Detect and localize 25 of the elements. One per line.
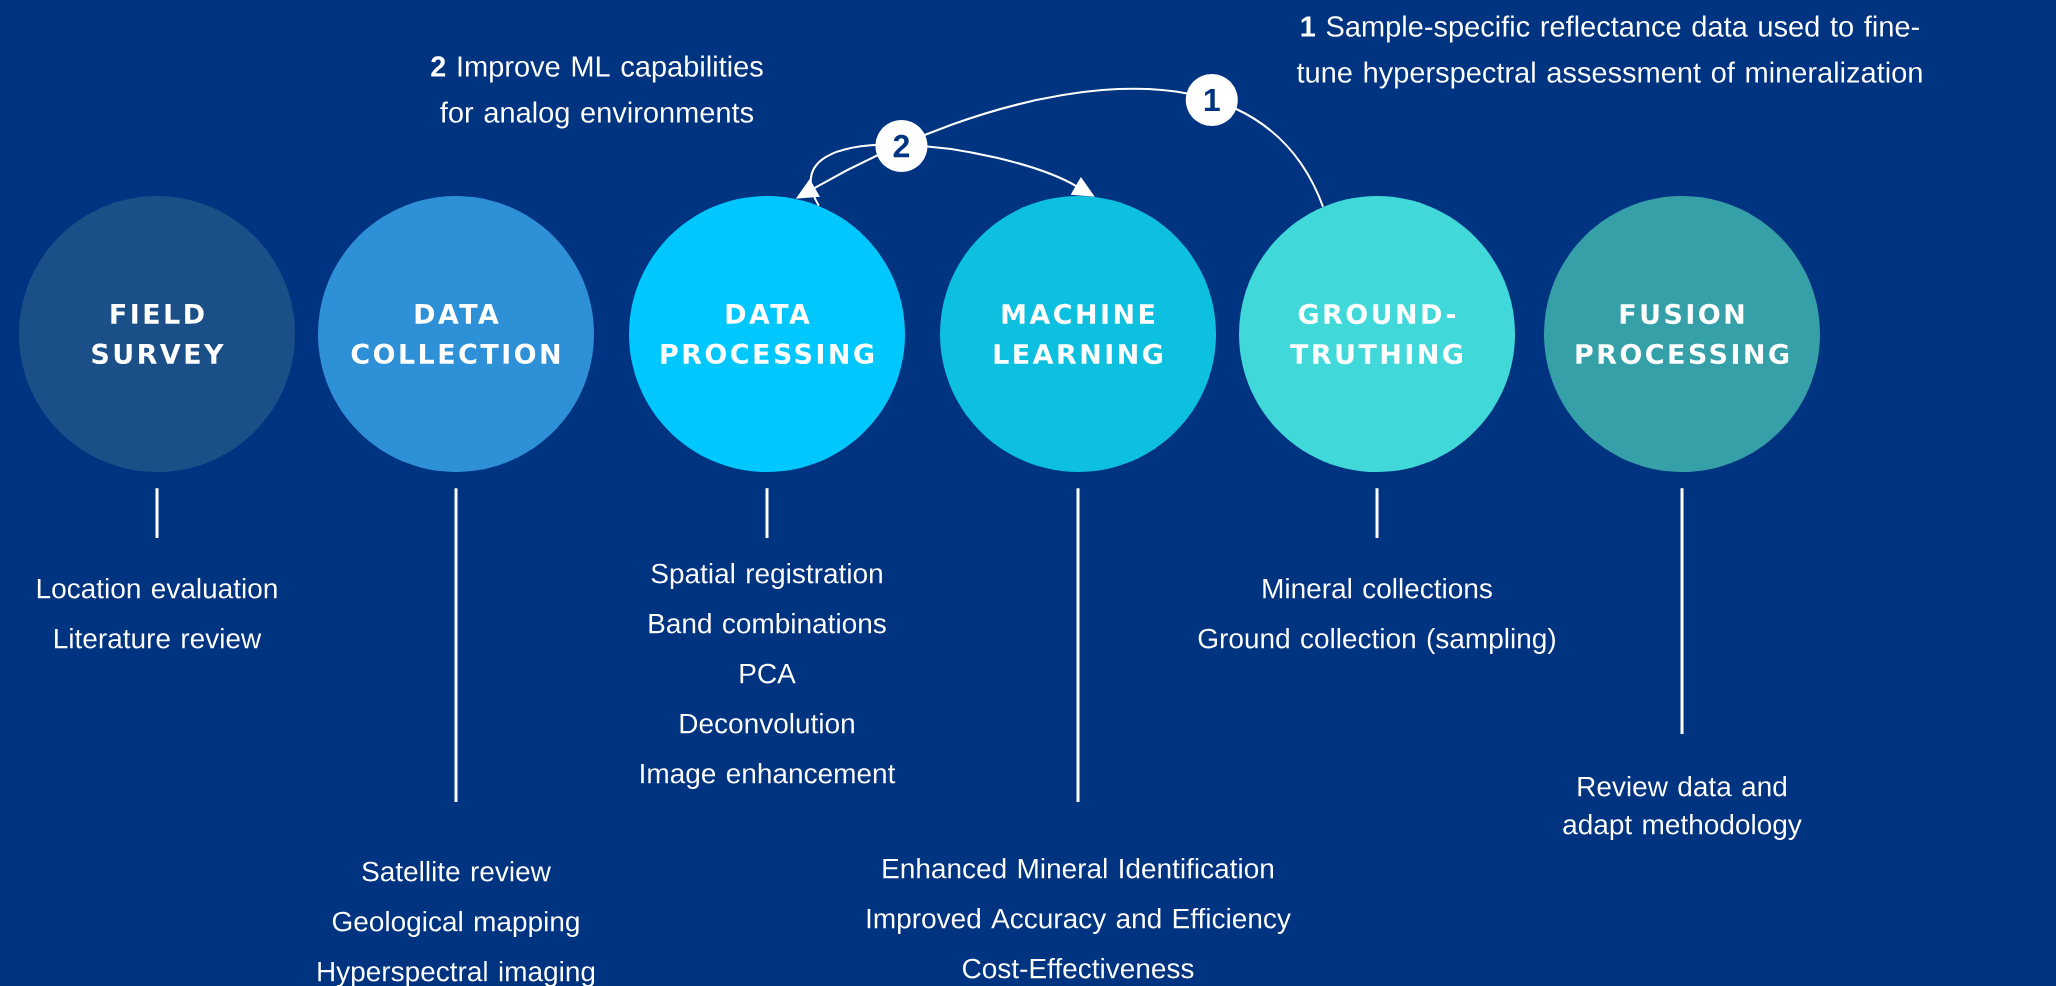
connector-line <box>765 488 769 538</box>
annotation-text: 2 Improve ML capabilities for analog environments <box>431 55 763 129</box>
list-item: Band combinations <box>649 612 886 634</box>
list-item: Literature review <box>55 627 262 649</box>
list-item: Enhanced Mineral Identification <box>883 857 1273 879</box>
list-item: Geological mapping <box>332 910 579 937</box>
connector-line <box>155 488 159 538</box>
list-item: Mineral collections <box>1263 577 1492 599</box>
list-item: Location evaluation <box>37 577 277 599</box>
list-item: Review data and adapt methodology <box>1563 775 1802 840</box>
list-item: Satellite review <box>362 860 551 882</box>
annotation-text: 1 Sample-specific reflectance data used to fine-tune hyperspectral assessment of mineralization <box>1296 15 1922 89</box>
list-item: Deconvolution <box>680 712 854 734</box>
list-item: Improved Accuracy and Efficiency <box>867 907 1291 934</box>
connector-line <box>1375 488 1379 538</box>
connector-line <box>1680 488 1684 734</box>
connector-line <box>1076 488 1080 802</box>
connector-line <box>454 488 458 802</box>
list-item: PCA <box>740 663 796 684</box>
list-item: Image enhancement <box>641 762 896 789</box>
list-item: Ground collection (sampling) <box>1198 627 1555 654</box>
list-item: Spatial registration <box>651 562 882 589</box>
number-badge: 2 <box>875 120 928 172</box>
number-badge: 1 <box>1185 74 1238 126</box>
list-item: Cost-Effectiveness <box>963 957 1194 979</box>
